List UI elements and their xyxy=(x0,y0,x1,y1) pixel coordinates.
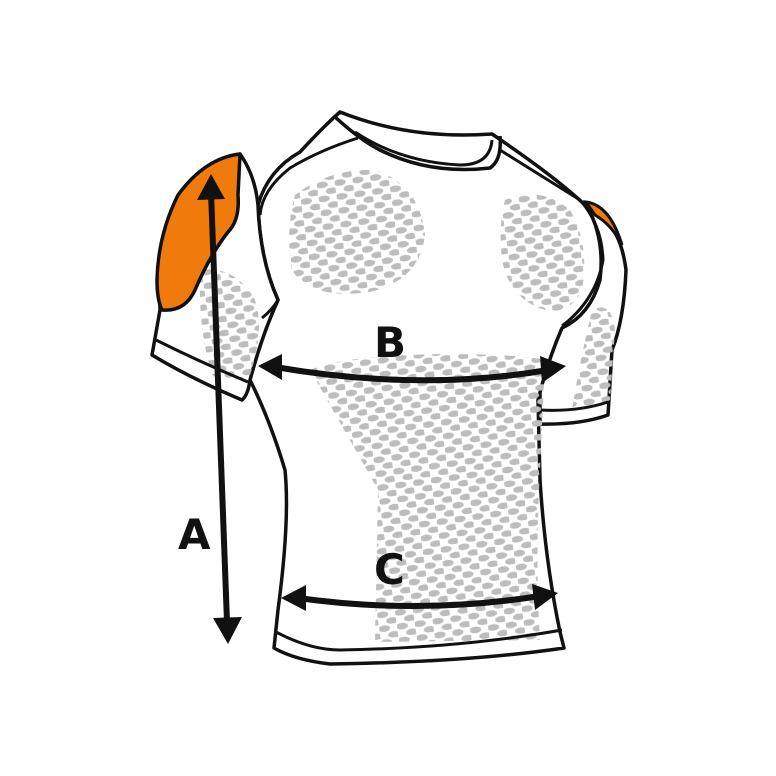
right-shoulder-pad xyxy=(582,200,624,246)
chest-left-mesh xyxy=(289,169,425,294)
left-sleeve-hem xyxy=(155,338,249,384)
right-sleeve-mesh xyxy=(572,307,615,410)
raglan-seam-right xyxy=(499,148,605,328)
left-sleeve-seam xyxy=(261,299,280,320)
measure-c-label: C xyxy=(374,545,405,594)
collar-inner xyxy=(354,130,494,167)
body-hem xyxy=(275,628,563,652)
right-sleeve-hem xyxy=(539,400,609,412)
collar-outer xyxy=(332,114,503,172)
measure-c-arrow xyxy=(281,584,558,611)
measure-b-label: B xyxy=(374,318,406,367)
raglan-seam-left xyxy=(258,136,359,216)
measure-a-label: A xyxy=(178,510,211,559)
chest-right-mesh xyxy=(500,194,585,311)
measure-b-arrow xyxy=(258,354,566,384)
abdomen-mesh xyxy=(310,354,545,642)
measure-a-arrow xyxy=(197,174,242,644)
